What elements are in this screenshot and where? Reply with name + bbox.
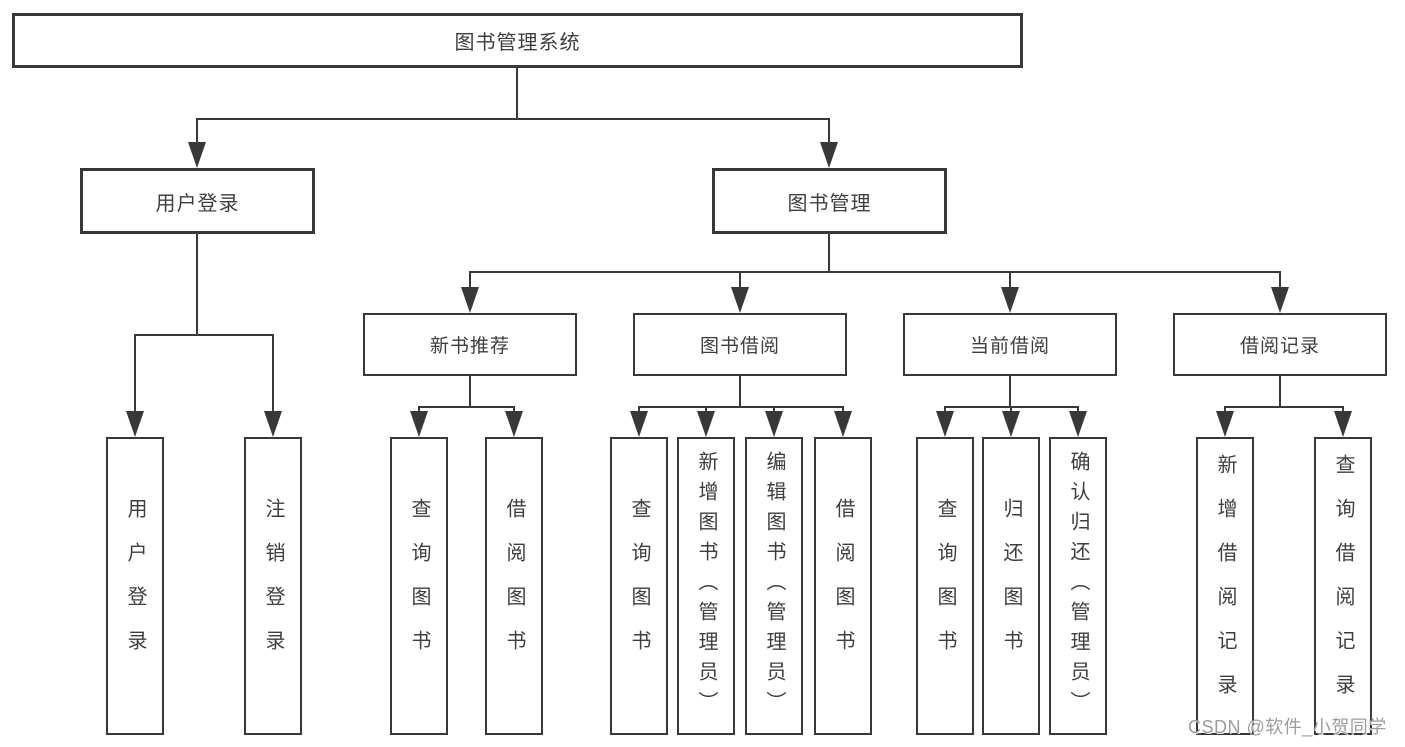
connector-line [134, 334, 136, 414]
arrow-down-icon [936, 411, 954, 437]
connector-line [418, 406, 515, 408]
arrow-down-icon [188, 142, 206, 168]
node-new-book-recommendation: 新书推荐 [363, 313, 577, 376]
arrow-down-icon [126, 411, 144, 437]
leaf-label: 归还图书 [1000, 498, 1022, 674]
leaf-newbook-borrow-books: 借阅图书 [485, 437, 543, 735]
node-borrowing-records: 借阅记录 [1173, 313, 1387, 376]
connector-line [1224, 406, 1344, 408]
leaf-records-add-borrow-record: 新增借阅记录 [1196, 437, 1254, 735]
arrow-down-icon [630, 411, 648, 437]
node-user-login: 用户登录 [80, 168, 315, 234]
connector-line [1279, 376, 1281, 407]
connector-line [1224, 406, 1226, 414]
connector-line [1342, 406, 1344, 414]
connector-line [196, 118, 198, 144]
arrow-down-icon [697, 411, 715, 437]
connector-line [739, 271, 741, 289]
arrow-down-icon [1216, 411, 1234, 437]
leaf-current-return-books: 归还图书 [982, 437, 1040, 735]
arrow-down-icon [410, 411, 428, 437]
leaf-label: 借阅图书 [503, 498, 525, 674]
watermark-csdn: CSDN @软件_小贺同学 [1188, 717, 1387, 737]
arrow-down-icon [1002, 411, 1020, 437]
connector-line [469, 271, 471, 289]
connector-line [944, 406, 946, 414]
arrow-down-icon [505, 411, 523, 437]
connector-line [418, 406, 420, 414]
connector-line [739, 376, 741, 407]
leaf-user-login: 用户登录 [106, 437, 164, 735]
node-label: 借阅记录 [1239, 336, 1320, 357]
connector-line [1009, 376, 1011, 407]
connector-line [516, 68, 518, 118]
leaf-label: 用户登录 [124, 498, 146, 674]
arrow-down-icon [264, 411, 282, 437]
connector-line [1279, 271, 1281, 289]
arrow-down-icon [820, 142, 838, 168]
connector-line [705, 406, 707, 414]
leaf-logout-login: 注销登录 [244, 437, 302, 735]
connector-line [842, 406, 844, 414]
arrow-down-icon [765, 411, 783, 437]
arrow-down-icon [461, 287, 479, 313]
node-label: 新书推荐 [429, 336, 510, 357]
leaf-label: 新增图书（管理员） [695, 451, 717, 721]
connector-line [469, 271, 1281, 273]
leaf-current-confirm-return-admin: 确认归还（管理员） [1049, 437, 1107, 735]
connector-line [638, 406, 844, 408]
leaf-records-query-borrow-record: 查询借阅记录 [1314, 437, 1372, 735]
node-label: 用户登录 [155, 192, 240, 215]
node-current-borrowing: 当前借阅 [903, 313, 1117, 376]
leaf-label: 查询图书 [934, 498, 956, 674]
node-label: 图书管理 [787, 192, 872, 215]
connector-line [196, 233, 198, 336]
connector-line [134, 334, 274, 336]
connector-line [1009, 271, 1011, 289]
leaf-borrowing-add-books-admin: 新增图书（管理员） [677, 437, 735, 735]
leaf-label: 查询借阅记录 [1332, 454, 1354, 718]
leaf-label: 注销登录 [262, 498, 284, 674]
leaf-label: 借阅图书 [832, 498, 854, 674]
node-label: 当前借阅 [969, 336, 1050, 357]
leaf-borrowing-borrow-books: 借阅图书 [814, 437, 872, 735]
connector-line [773, 406, 775, 414]
arrow-down-icon [1001, 287, 1019, 313]
node-library-management-system: 图书管理系统 [12, 13, 1023, 68]
connector-line [513, 406, 515, 414]
leaf-label: 查询图书 [628, 498, 650, 674]
arrow-down-icon [731, 287, 749, 313]
leaf-current-query-books: 查询图书 [916, 437, 974, 735]
leaf-label: 确认归还（管理员） [1067, 451, 1089, 721]
node-label: 图书借阅 [699, 336, 780, 357]
connector-line [469, 376, 471, 407]
node-label: 图书管理系统 [454, 32, 581, 54]
arrow-down-icon [1334, 411, 1352, 437]
leaf-label: 查询图书 [408, 498, 430, 674]
leaf-label: 新增借阅记录 [1214, 454, 1236, 718]
connector-line [828, 118, 830, 144]
connector-line [196, 118, 830, 120]
node-book-management: 图书管理 [712, 168, 947, 234]
leaf-borrowing-edit-books-admin: 编辑图书（管理员） [745, 437, 803, 735]
connector-line [1077, 406, 1079, 414]
connector-line [828, 233, 830, 272]
leaf-borrowing-query-books: 查询图书 [610, 437, 668, 735]
leaf-label: 编辑图书（管理员） [763, 451, 785, 721]
connector-line [272, 334, 274, 414]
node-book-borrowing: 图书借阅 [633, 313, 847, 376]
arrow-down-icon [1069, 411, 1087, 437]
leaf-newbook-query-books: 查询图书 [390, 437, 448, 735]
connector-line [1010, 406, 1012, 414]
arrow-down-icon [1271, 287, 1289, 313]
connector-line [638, 406, 640, 414]
arrow-down-icon [834, 411, 852, 437]
